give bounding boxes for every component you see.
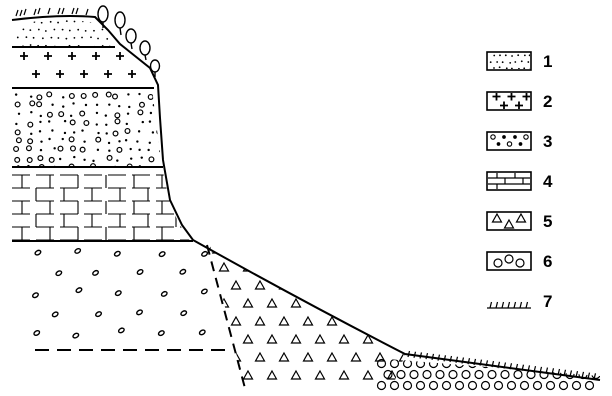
layer-3-dots-circles: [14, 92, 166, 172]
legend-label: 1: [543, 52, 552, 71]
tree-icon: [98, 6, 108, 28]
dots-and-circles-icon: [487, 132, 531, 150]
fine-dots-icon: [487, 52, 532, 70]
layer-2-crosses: [20, 52, 148, 78]
legend-label: 5: [543, 212, 552, 231]
brick-crosshatch-icon: [487, 172, 531, 190]
tree-icon: [140, 41, 150, 60]
grass-tufts-icon: [487, 302, 531, 308]
tree-icon: [115, 12, 125, 35]
legend-item: 1: [487, 52, 552, 71]
triangles-icon: [487, 212, 531, 230]
legend-label: 3: [543, 132, 552, 151]
legend-item: 6: [487, 252, 552, 271]
tree-icon: [126, 29, 136, 49]
grass-tufts-top: [16, 8, 88, 16]
legend: 1 2 3 4 5 6 7: [487, 52, 553, 311]
trees: [98, 6, 160, 77]
legend-item: 7: [487, 292, 552, 311]
layer-1-fine-dots: [17, 20, 120, 48]
crosses-icon: [487, 92, 531, 110]
layer-6-ovals: [32, 248, 230, 339]
tree-icon: [151, 60, 160, 77]
legend-label: 7: [543, 292, 552, 311]
legend-label: 4: [543, 172, 553, 191]
layer-6-circles: [378, 360, 601, 390]
cross-section: [12, 16, 600, 392]
layer-fills: [12, 20, 600, 389]
legend-item: 5: [487, 212, 552, 231]
legend-item: 2: [487, 92, 552, 111]
circles-icon: [487, 252, 531, 270]
legend-label: 6: [543, 252, 552, 271]
legend-item: 4: [487, 172, 553, 191]
legend-label: 2: [543, 92, 552, 111]
legend-item: 3: [487, 132, 552, 151]
